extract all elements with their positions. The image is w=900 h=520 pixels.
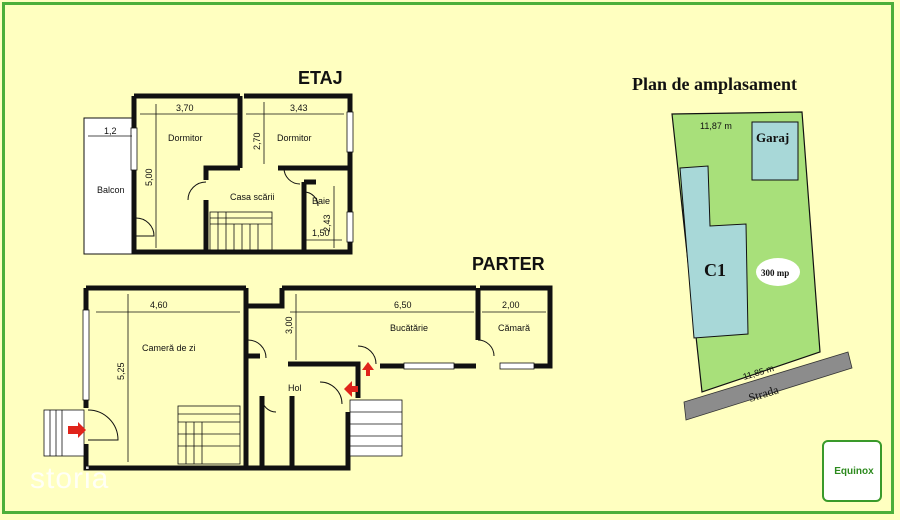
entry-arrow-icon bbox=[68, 422, 86, 438]
parter-window-left bbox=[82, 309, 90, 401]
parter-back-steps bbox=[349, 399, 403, 457]
parter-door-wc bbox=[261, 397, 277, 413]
site-garage-label: Garaj bbox=[756, 130, 789, 145]
parter-stairs bbox=[177, 405, 241, 465]
etaj-plan: ETAJ bbox=[83, 68, 354, 255]
kitchen-arrow-icon bbox=[362, 362, 374, 376]
etaj-window-d2 bbox=[346, 111, 354, 153]
etaj-title: ETAJ bbox=[298, 68, 343, 88]
dim-camera-w: 4,60 bbox=[150, 300, 168, 310]
site-building-label: C1 bbox=[704, 260, 726, 280]
etaj-door-balcon bbox=[135, 217, 155, 237]
parter-door-back bbox=[319, 381, 343, 405]
room-bucatarie: Bucătărie bbox=[390, 323, 428, 333]
etaj-door-d2 bbox=[283, 167, 301, 185]
room-casa-scarii: Casa scării bbox=[230, 192, 275, 202]
dim-bucatarie-w: 6,50 bbox=[394, 300, 412, 310]
dim-baie-w: 1,50 bbox=[312, 228, 330, 238]
room-balcon: Balcon bbox=[97, 185, 125, 195]
dim-balcon-w: 1,2 bbox=[104, 126, 117, 136]
site-area-label: 300 mp bbox=[761, 268, 789, 278]
parter-window-camara bbox=[499, 362, 535, 370]
parter-entry-door bbox=[87, 409, 119, 441]
storia-watermark: storia bbox=[30, 462, 110, 495]
etaj-stairs bbox=[209, 211, 273, 251]
street-band bbox=[683, 351, 853, 421]
dim-dormitor2-w: 3,43 bbox=[290, 103, 308, 113]
etaj-door-baie bbox=[303, 191, 319, 207]
room-hol: Hol bbox=[288, 383, 302, 393]
room-dormitor-2: Dormitor bbox=[277, 133, 312, 143]
site-top-width: 11,87 m bbox=[700, 121, 732, 131]
parter-door-camara bbox=[477, 339, 495, 357]
site-area-ellipse bbox=[756, 258, 800, 286]
room-camara: Cămară bbox=[498, 323, 530, 333]
garage-rect bbox=[751, 121, 799, 181]
parter-wall-notch bbox=[246, 288, 285, 309]
parter-window-kitchen bbox=[403, 362, 455, 370]
dim-camara-w: 2,00 bbox=[502, 300, 520, 310]
back-arrow-icon bbox=[344, 381, 358, 397]
room-camera-de-zi: Cameră de zi bbox=[142, 343, 196, 353]
equinox-logo bbox=[822, 440, 882, 502]
balcon-area bbox=[83, 117, 135, 255]
room-baie: Baie bbox=[312, 196, 330, 206]
room-dormitor-1: Dormitor bbox=[168, 133, 203, 143]
dim-dormitor2-h: 2,70 bbox=[252, 132, 262, 150]
parter-door-kitchen bbox=[357, 345, 377, 365]
page-frame bbox=[2, 2, 894, 514]
etaj-wall-stair-top bbox=[203, 165, 240, 180]
site-plan-title: Plan de amplasament bbox=[632, 74, 797, 94]
building-c1 bbox=[679, 165, 749, 339]
parter-plan: PARTER bbox=[43, 254, 553, 471]
parter-bottom-wall bbox=[83, 412, 351, 471]
parter-door-camera bbox=[247, 339, 267, 359]
dim-dormitor1-h: 5,00 bbox=[144, 168, 154, 186]
etaj-outer-wall bbox=[131, 93, 353, 255]
dim-camera-h: 5,25 bbox=[116, 362, 126, 380]
parter-title: PARTER bbox=[472, 254, 545, 274]
dim-dormitor1-w: 3,70 bbox=[176, 103, 194, 113]
etaj-window-balcon bbox=[130, 127, 138, 171]
dim-bucatarie-h: 3,00 bbox=[284, 316, 294, 334]
etaj-window-baie bbox=[346, 211, 354, 243]
etaj-door-d1 bbox=[187, 181, 207, 201]
dim-baie-h: 2,43 bbox=[322, 214, 332, 232]
site-plan: Plan de amplasament 11,87 m Garaj C1 300… bbox=[632, 74, 853, 421]
equinox-logo-text: Equinox bbox=[834, 466, 874, 477]
